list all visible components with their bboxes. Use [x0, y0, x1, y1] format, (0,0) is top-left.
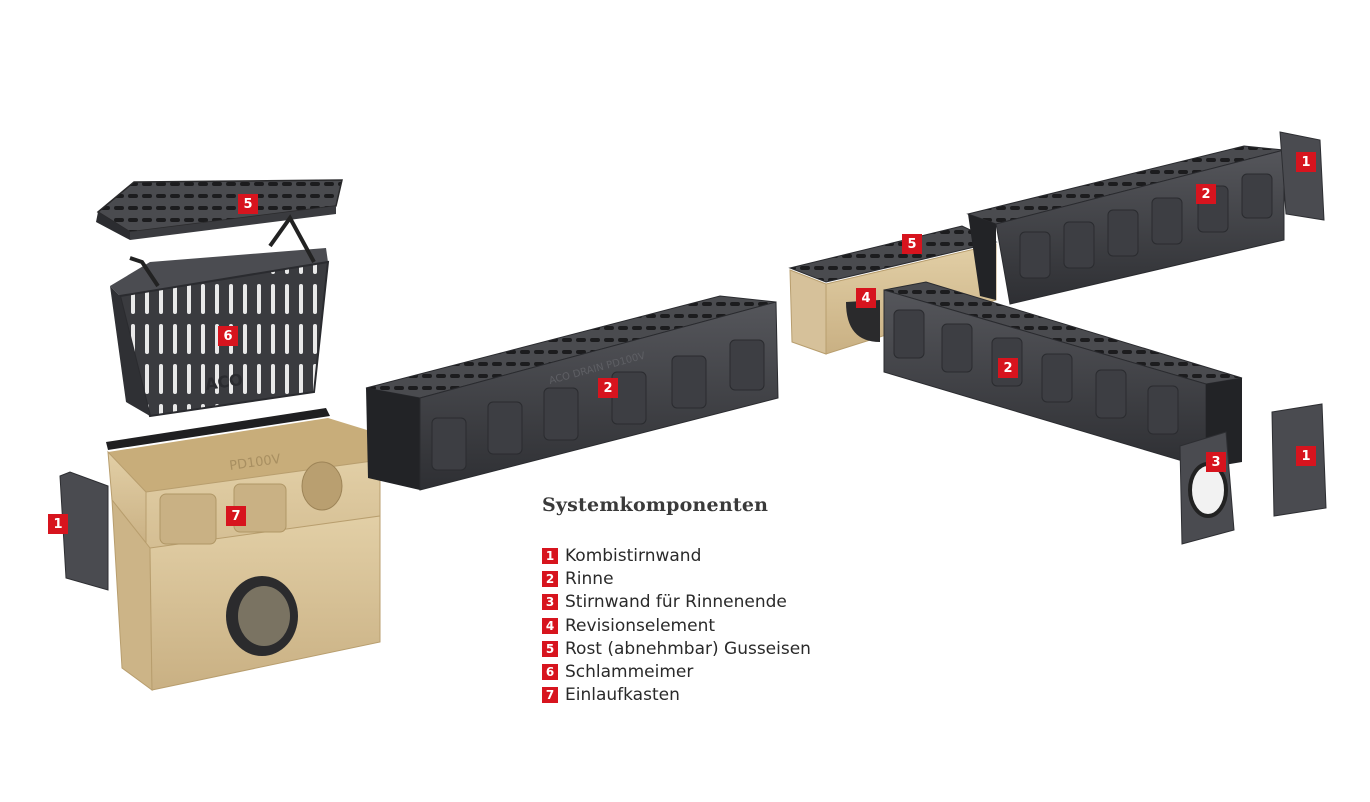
legend-number: 3: [542, 594, 558, 611]
callout-end-wall-bottom-right: 1: [1296, 446, 1316, 466]
inlet-box: PD100V: [106, 408, 381, 691]
legend-label: Stirnwand für Rinnenende: [565, 592, 787, 613]
callout-grate-top-left: 5: [238, 194, 258, 214]
grate-top-left: [96, 179, 343, 240]
legend: Systemkomponenten 1 Kombistirnwand 2 Rinne…: [542, 494, 811, 707]
callout-end-cap-outlet: 3: [1206, 452, 1226, 472]
channel-right-back: [966, 145, 1285, 305]
legend-number: 2: [542, 570, 558, 587]
inlet-embossing: PD100V: [228, 452, 281, 474]
end-cap-outlet: [1179, 431, 1235, 545]
legend-item: 1 Kombistirnwand: [542, 544, 811, 567]
legend-item: 7 Einlaufkasten: [542, 684, 811, 707]
legend-number: 4: [542, 617, 558, 634]
legend-label: Einlaufkasten: [565, 685, 680, 706]
legend-item: 6 Schlammeimer: [542, 660, 811, 683]
legend-item: 3 Stirnwand für Rinnenende: [542, 591, 811, 614]
legend-label: Rost (abnehmbar) Gusseisen: [565, 638, 811, 659]
legend-label: Revisionselement: [565, 615, 716, 636]
legend-number: 1: [542, 547, 558, 564]
legend-number: 7: [542, 687, 558, 704]
legend-number: 5: [542, 640, 558, 657]
callout-inlet-box: 7: [226, 506, 246, 526]
sludge-bucket: ACO: [110, 214, 330, 418]
callout-channel-right-front: 2: [998, 358, 1018, 378]
legend-title: Systemkomponenten: [542, 494, 769, 516]
callout-inspection-element: 4: [856, 288, 876, 308]
legend-label: Kombistirnwand: [565, 545, 702, 566]
callout-grate-inspection: 5: [902, 234, 922, 254]
callout-end-wall-left: 1: [48, 514, 68, 534]
callout-end-wall-top-right: 1: [1296, 152, 1316, 172]
callout-bucket: 6: [218, 326, 238, 346]
legend-label: Schlammeimer: [565, 662, 694, 683]
callout-channel-center: 2: [598, 378, 618, 398]
legend-item: 4 Revisionselement: [542, 614, 811, 637]
legend-item: 2 Rinne: [542, 567, 811, 590]
channel-center: ACO DRAIN PD100V: [365, 295, 779, 491]
callout-channel-right-back: 2: [1196, 184, 1216, 204]
legend-number: 6: [542, 664, 558, 681]
end-wall-top-right: [1279, 131, 1325, 221]
end-wall-left: [59, 471, 109, 591]
channel-right-front: [883, 281, 1243, 469]
legend-label: Rinne: [565, 568, 614, 589]
legend-item: 5 Rost (abnehmbar) Gusseisen: [542, 637, 811, 660]
legend-list: 1 Kombistirnwand 2 Rinne 3 Stirnwand für Ri…: [542, 544, 811, 707]
